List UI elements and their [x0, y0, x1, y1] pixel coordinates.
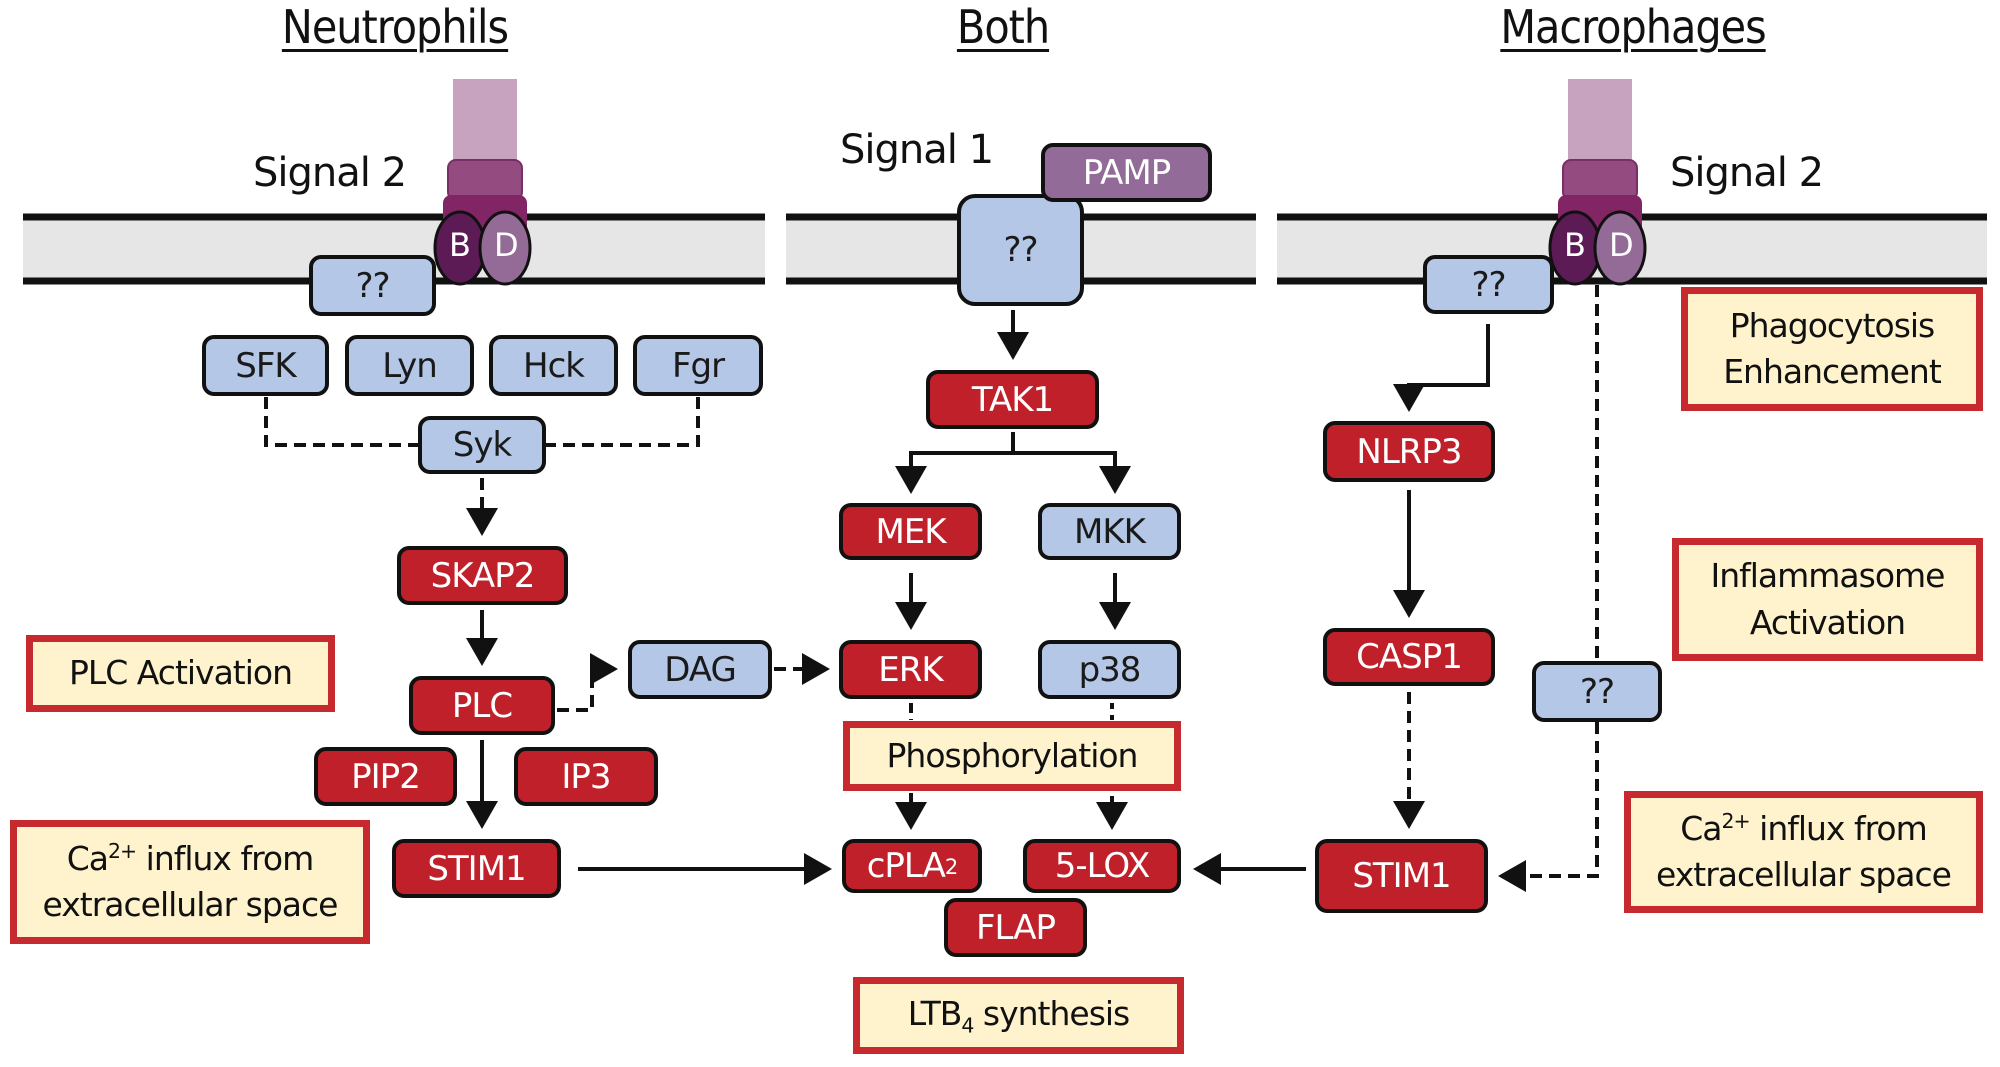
cpla2-sub: 2: [944, 853, 958, 879]
arrow-plc-dag: [557, 653, 618, 712]
node-unknown-receptor-both: ??: [957, 194, 1084, 306]
connector-fgr-syk: [546, 397, 700, 447]
note-phagocytosis-enhancement: Phagocytosis Enhancement: [1681, 287, 1983, 411]
connector-sfk-syk: [264, 397, 418, 447]
subunit-b-label-neutrophil: B: [449, 226, 471, 264]
note-plc-activation: PLC Activation: [26, 635, 335, 712]
ltb-sub: 4: [961, 1013, 974, 1038]
note-phosphorylation-text: Phosphorylation: [886, 735, 1139, 775]
connector-tak1-split: [909, 432, 1117, 490]
node-unknown-lower-macrophage: ??: [1532, 661, 1662, 722]
note-plc-activation-text: PLC Activation: [68, 653, 293, 693]
node-pamp: PAMP: [1041, 143, 1212, 202]
node-skap2: SKAP2: [397, 546, 568, 605]
node-dag: DAG: [628, 640, 772, 699]
receptor-macrophage: [1548, 79, 1647, 286]
node-casp1: CASP1: [1323, 628, 1495, 686]
header-neutrophils: Neutrophils: [281, 0, 509, 54]
note-ca-influx-neutrophil: Ca2+ influx from extracellular space: [10, 820, 370, 944]
node-5-lox: 5-LOX: [1023, 839, 1181, 893]
node-fgr: Fgr: [633, 335, 763, 396]
ca-base: Ca: [66, 838, 109, 878]
phago-line1: Phagocytosis: [1729, 305, 1936, 345]
ltb-base: LTB: [907, 993, 963, 1033]
node-hck: Hck: [489, 335, 618, 396]
ca-base: Ca: [1680, 808, 1722, 848]
node-unknown-adaptor-macrophage: ??: [1423, 255, 1554, 314]
phago-line2: Enhancement: [1723, 352, 1942, 391]
ca-charge: 2+: [108, 838, 137, 863]
node-flap: FLAP: [944, 898, 1087, 957]
arrow-adaptor-nlrp3: [1393, 324, 1490, 412]
subunit-b-label-macrophage: B: [1564, 226, 1586, 264]
note-phosphorylation: Phosphorylation: [843, 721, 1181, 791]
subunit-d-label-macrophage: D: [1609, 226, 1634, 264]
header-both: Both: [956, 0, 1050, 54]
node-erk: ERK: [839, 640, 982, 699]
note-inflammasome-activation: Inflammasome Activation: [1672, 538, 1983, 661]
note-ca-influx-macrophage: Ca2+ influx from extracellular space: [1624, 791, 1983, 913]
node-nlrp3: NLRP3: [1323, 421, 1495, 482]
ca-rest: influx from: [1749, 808, 1928, 848]
signal-2-neutrophil: Signal 2: [253, 150, 407, 196]
node-syk: Syk: [418, 416, 546, 474]
node-lyn: Lyn: [345, 335, 474, 396]
node-mkk: MKK: [1038, 503, 1181, 560]
node-unknown-adaptor-neutrophil: ??: [309, 255, 436, 316]
connector-receptor-to-stim1: [1502, 285, 1599, 878]
subunit-d-label-neutrophil: D: [494, 226, 519, 264]
signal-1-both: Signal 1: [840, 127, 994, 173]
node-stim1-neutrophil: STIM1: [392, 839, 561, 898]
inflam-line1: Inflammasome: [1710, 556, 1945, 596]
inflam-line2: Activation: [1749, 602, 1906, 642]
note-ltb4-synthesis: LTB4 synthesis: [853, 977, 1184, 1054]
node-ip3: IP3: [514, 747, 658, 806]
cpla2-base: cPLA: [866, 846, 946, 886]
ltb-rest: synthesis: [973, 993, 1130, 1033]
node-stim1-macrophage: STIM1: [1315, 839, 1488, 913]
node-mek: MEK: [839, 503, 982, 560]
ca-line2: extracellular space: [1656, 855, 1952, 894]
node-pip2: PIP2: [314, 747, 457, 806]
ca-rest: influx from: [136, 838, 315, 878]
ca-charge: 2+: [1721, 808, 1751, 833]
signal-2-macrophage: Signal 2: [1670, 150, 1824, 196]
node-sfk: SFK: [202, 335, 329, 396]
header-macrophages: Macrophages: [1500, 0, 1766, 54]
node-plc: PLC: [409, 676, 555, 735]
node-tak1: TAK1: [926, 370, 1099, 429]
node-p38: p38: [1038, 640, 1181, 699]
receptor-neutrophil: [433, 79, 532, 286]
ca-line2: extracellular space: [42, 885, 339, 924]
